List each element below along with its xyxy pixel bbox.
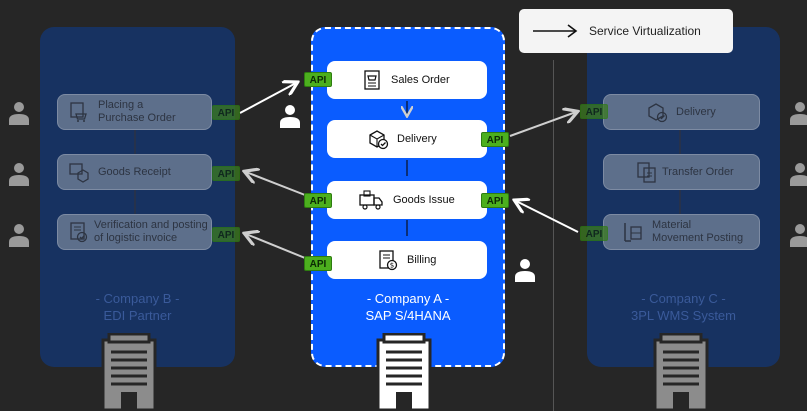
person-icon bbox=[515, 259, 535, 282]
person-icon bbox=[790, 102, 807, 125]
svg-text:$: $ bbox=[390, 262, 394, 270]
step-transfer-order[interactable]: Transfer Order bbox=[603, 154, 760, 190]
person-icon bbox=[790, 224, 807, 247]
company-c-name: - Company C - bbox=[641, 291, 726, 306]
order-icon bbox=[364, 70, 380, 90]
person-icon bbox=[9, 163, 29, 186]
arrow-right-icon bbox=[533, 24, 578, 38]
company-a-role: SAP S/4HANA bbox=[365, 308, 451, 323]
legend-label: Service Virtualization bbox=[589, 24, 701, 38]
document-icon bbox=[637, 162, 656, 183]
api-badge-a5[interactable]: API bbox=[481, 193, 509, 208]
person-icon bbox=[280, 105, 300, 128]
company-b-caption: - Company B - EDI Partner bbox=[40, 290, 235, 324]
package-check-icon bbox=[369, 130, 389, 150]
step-label-line1: Verification and posting bbox=[94, 219, 208, 231]
step-billing[interactable]: $ Billing bbox=[327, 241, 487, 279]
company-c-role: 3PL WMS System bbox=[631, 308, 736, 323]
step-label: Billing bbox=[407, 253, 437, 266]
building-icon bbox=[101, 333, 157, 411]
company-a-name: - Company A - bbox=[366, 291, 450, 306]
company-a-caption: - Company A - SAP S/4HANA bbox=[311, 290, 505, 324]
company-c-panel bbox=[587, 27, 780, 367]
api-badge-b3[interactable]: API bbox=[212, 227, 240, 242]
company-b-name: - Company B - bbox=[95, 291, 180, 306]
forklift-icon bbox=[624, 223, 642, 242]
step-label-line2: Purchase Order bbox=[98, 112, 176, 124]
step-label-line1: Placing a bbox=[98, 99, 144, 111]
box-list-icon bbox=[69, 163, 89, 183]
cart-icon bbox=[70, 102, 87, 122]
building-icon bbox=[653, 333, 709, 411]
step-goods-issue[interactable]: Goods Issue bbox=[327, 181, 487, 219]
person-icon bbox=[9, 102, 29, 125]
step-delivery[interactable]: Delivery bbox=[327, 120, 487, 158]
step-goods-receipt[interactable]: Goods Receipt bbox=[57, 154, 212, 190]
company-c-caption: - Company C - 3PL WMS System bbox=[587, 290, 780, 324]
legend-box: Service Virtualization bbox=[519, 9, 733, 53]
company-b-role: EDI Partner bbox=[103, 308, 172, 323]
company-b-panel bbox=[40, 27, 235, 367]
step-label-line2: of logistic invoice bbox=[94, 232, 178, 244]
api-badge-b1[interactable]: API bbox=[212, 105, 240, 120]
truck-icon bbox=[359, 190, 383, 210]
api-badge-c1[interactable]: API bbox=[580, 104, 608, 119]
step-label: Transfer Order bbox=[662, 165, 734, 178]
step-label: Delivery bbox=[397, 132, 437, 145]
step-label-line2: Movement Posting bbox=[652, 232, 744, 244]
api-badge-b2[interactable]: API bbox=[212, 166, 240, 181]
api-badge-a4[interactable]: API bbox=[481, 132, 509, 147]
step-c-delivery[interactable]: Delivery bbox=[603, 94, 760, 130]
step-label: Goods Issue bbox=[393, 193, 455, 206]
building-icon bbox=[376, 333, 432, 411]
api-badge-c2[interactable]: API bbox=[580, 226, 608, 241]
api-badge-a1[interactable]: API bbox=[304, 72, 332, 87]
step-label: Delivery bbox=[676, 105, 716, 118]
step-label-line1: Material bbox=[652, 219, 692, 231]
api-badge-a2[interactable]: API bbox=[304, 193, 332, 208]
package-check-icon bbox=[648, 103, 668, 123]
api-badge-a3[interactable]: API bbox=[304, 256, 332, 271]
invoice-check-icon bbox=[70, 222, 88, 243]
bill-icon: $ bbox=[379, 250, 398, 271]
step-label: Sales Order bbox=[391, 73, 450, 86]
step-sales-order[interactable]: Sales Order bbox=[327, 61, 487, 99]
person-icon bbox=[790, 163, 807, 186]
divider bbox=[553, 60, 554, 411]
step-label: Goods Receipt bbox=[98, 165, 171, 178]
person-icon bbox=[9, 224, 29, 247]
